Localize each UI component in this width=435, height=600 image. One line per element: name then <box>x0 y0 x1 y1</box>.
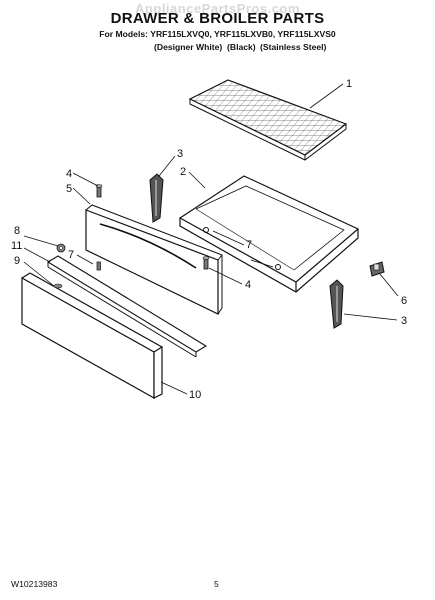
variant-stainless-steel: (Stainless Steel) <box>260 42 327 52</box>
document-number: W10213983 <box>11 579 58 589</box>
page-number: 5 <box>214 579 219 589</box>
callout-8: 8 <box>14 225 20 237</box>
small-screw-part-front <box>96 261 101 271</box>
inner-drawer-panel-part <box>85 204 223 315</box>
watermark: AppliancePartsPros.com <box>135 1 300 16</box>
support-channel-part <box>46 255 208 358</box>
variant-designer-white: (Designer White) <box>154 42 223 52</box>
callout-3-upper: 3 <box>177 148 183 160</box>
callout-9: 9 <box>14 255 20 267</box>
clip-part <box>369 261 385 277</box>
callout-3-lower: 3 <box>401 315 407 327</box>
callout-10: 10 <box>189 389 201 401</box>
screw-part-lower <box>202 256 210 270</box>
fastener-part <box>53 283 63 289</box>
callout-7-drawer: 7 <box>246 239 252 251</box>
drawer-glide-part-right <box>329 279 344 329</box>
drawer-tray-part <box>178 175 360 293</box>
model-list: For Models: YRF115LXVQ0, YRF115LXVB0, YR… <box>99 29 336 39</box>
callout-4-lower: 4 <box>245 279 251 291</box>
callout-5: 5 <box>66 183 72 195</box>
callout-4-upper: 4 <box>66 168 72 180</box>
callout-11: 11 <box>11 240 22 252</box>
callout-1: 1 <box>346 78 352 90</box>
variant-black: (Black) <box>227 42 256 52</box>
nut-part <box>56 243 66 253</box>
broiler-rack-part <box>188 79 348 161</box>
leader-lines <box>23 83 399 395</box>
drawer-glide-part-left <box>149 173 164 223</box>
callout-2: 2 <box>180 166 186 178</box>
page-title: DRAWER & BROILER PARTS <box>110 10 325 27</box>
callout-6: 6 <box>401 295 407 307</box>
drawer-front-panel-part <box>21 272 163 400</box>
screw-part-upper <box>95 184 103 198</box>
callout-7-front: 7 <box>68 249 74 261</box>
